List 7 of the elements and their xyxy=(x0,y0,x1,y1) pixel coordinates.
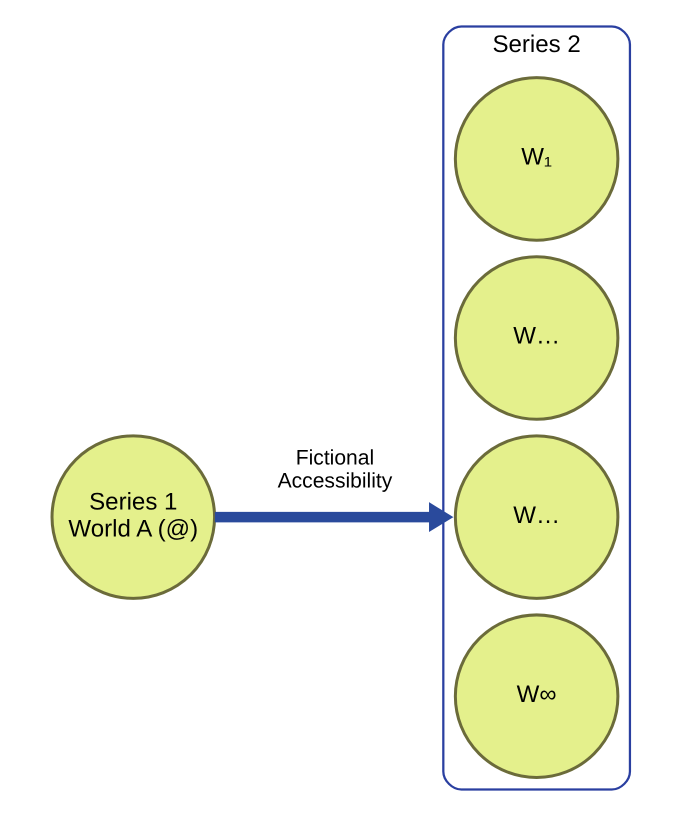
node-circle: W∞ xyxy=(453,613,619,779)
node-circle: W… xyxy=(453,434,619,600)
arrow xyxy=(214,502,453,532)
edge-label: Fictional Accessibility xyxy=(277,446,392,492)
node-circle: W₁ xyxy=(453,76,619,242)
node-circle: Series 1 World A (@) xyxy=(50,434,216,600)
node-circle: W… xyxy=(453,255,619,421)
